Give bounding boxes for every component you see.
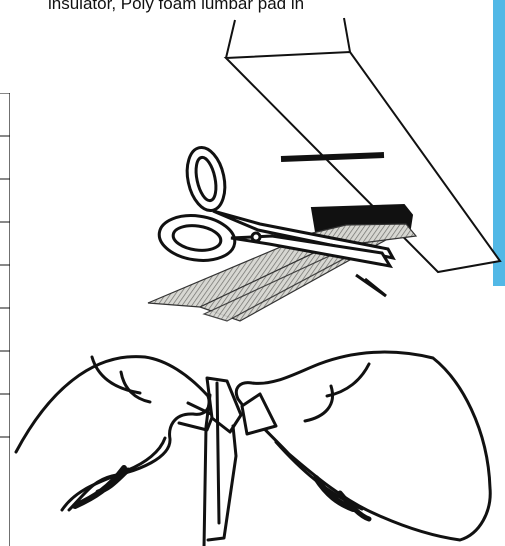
hands-icon: [16, 352, 490, 546]
